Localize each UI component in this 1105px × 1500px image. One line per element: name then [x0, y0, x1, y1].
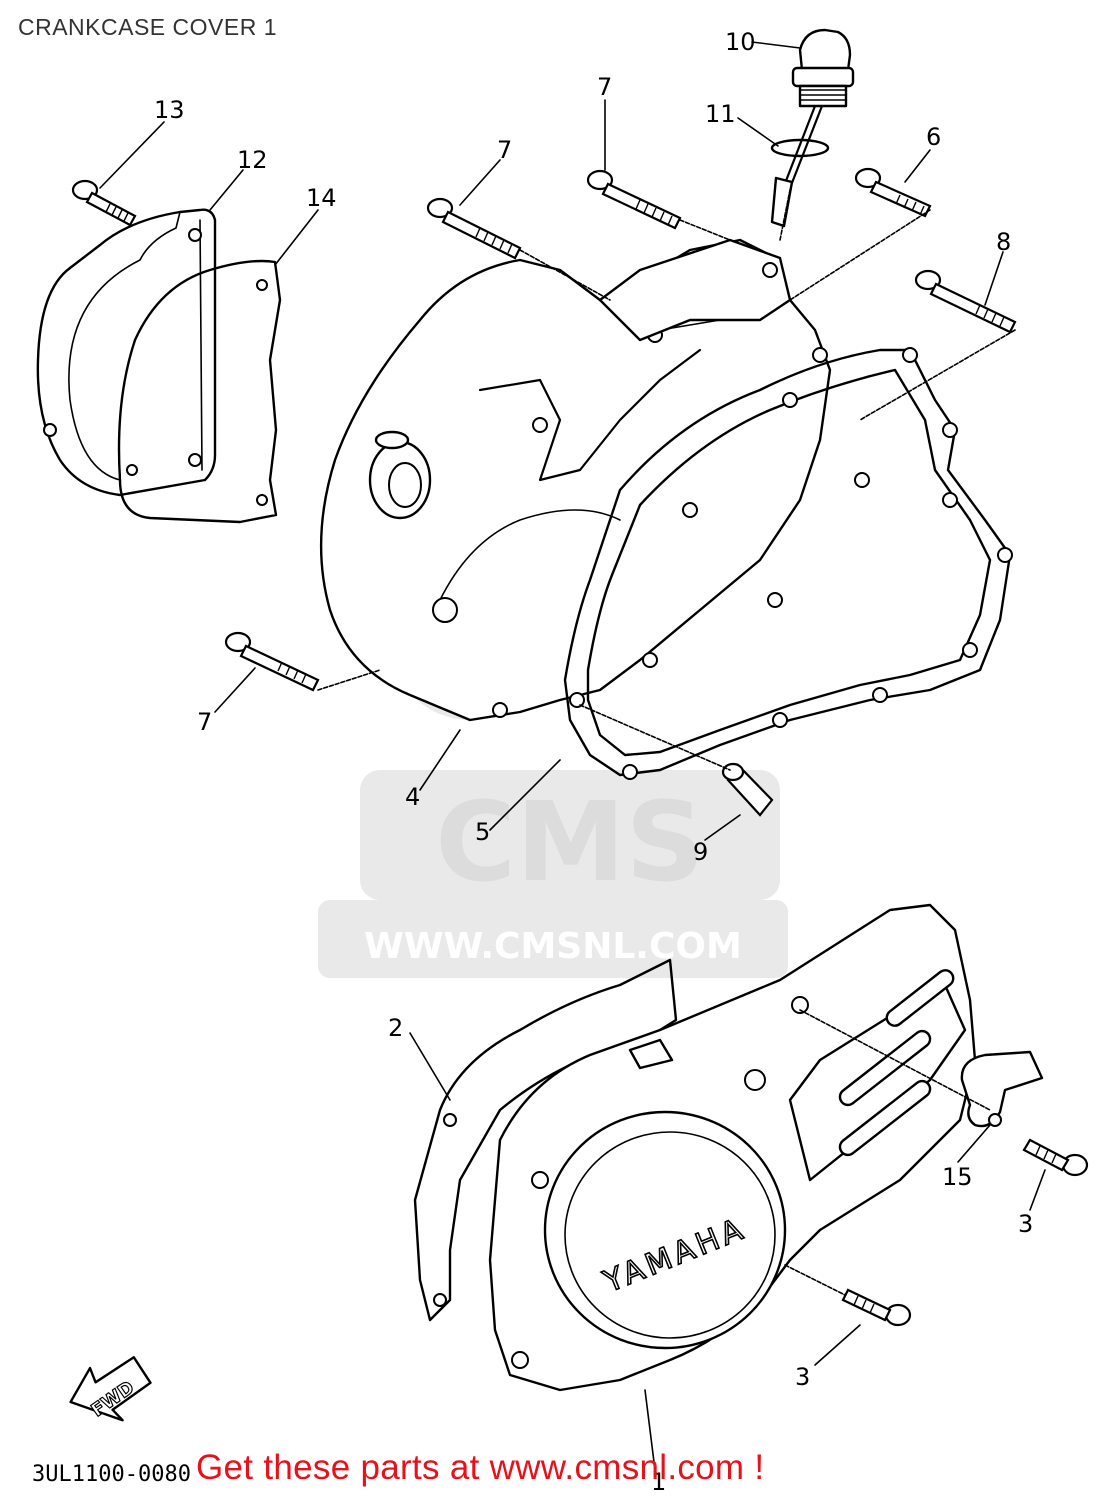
callout-8[interactable]: 8: [996, 228, 1011, 256]
callout-6[interactable]: 6: [926, 123, 941, 151]
part-8-bolt[interactable]: [914, 269, 1017, 334]
part-12-small-cover[interactable]: [36, 208, 217, 497]
callout-2[interactable]: 2: [388, 1014, 403, 1042]
callout-3[interactable]: 3: [795, 1363, 810, 1391]
part-14-gasket[interactable]: [117, 259, 282, 524]
callout-10[interactable]: 10: [725, 28, 756, 56]
callout-1[interactable]: 1: [651, 1468, 666, 1496]
leader-lines: [99, 41, 1046, 1471]
part-11-o-ring[interactable]: [770, 138, 830, 158]
callout-12[interactable]: 12: [237, 146, 268, 174]
part-13-bolt[interactable]: [71, 179, 137, 227]
callout-5[interactable]: 5: [475, 818, 490, 846]
callout-9[interactable]: 9: [693, 838, 708, 866]
callout-4[interactable]: 4: [405, 783, 420, 811]
part-7-bolt-c[interactable]: [224, 631, 320, 692]
part-7-bolt-a[interactable]: [426, 197, 522, 260]
part-15-clamp[interactable]: [960, 1050, 1044, 1128]
part-5-large-gasket[interactable]: [563, 347, 1013, 780]
part-6-bolt[interactable]: [854, 167, 932, 218]
drawing-code: 3UL1100-0080: [32, 1462, 191, 1487]
part-3-bolt-a[interactable]: [1022, 1138, 1089, 1177]
callout-7[interactable]: 7: [197, 708, 212, 736]
watermark-brand: CMS: [435, 778, 704, 906]
fwd-arrow: FWD: [69, 1356, 152, 1422]
callout-14[interactable]: 14: [306, 184, 337, 212]
callout-3[interactable]: 3: [1018, 1210, 1033, 1238]
callout-13[interactable]: 13: [154, 96, 185, 124]
callout-7[interactable]: 7: [597, 73, 612, 101]
callout-11[interactable]: 11: [705, 100, 736, 128]
part-2-gasket[interactable]: [413, 958, 678, 1322]
part-10-oil-level-gauge[interactable]: [770, 28, 855, 228]
part-9-dowel-pin[interactable]: [721, 762, 774, 817]
part-3-bolt-b[interactable]: [841, 1288, 912, 1327]
callout-7[interactable]: 7: [497, 136, 512, 164]
callout-labels: 1 2 3 3 4 5 6 7 7 7 8 9 10 11 12 13 14 1…: [154, 28, 1033, 1496]
cta-link[interactable]: Get these parts at www.cmsnl.com !: [196, 1448, 765, 1487]
callout-15[interactable]: 15: [942, 1163, 973, 1191]
diagram-title: CRANKCASE COVER 1: [18, 14, 278, 40]
watermark-url: WWW.CMSNL.COM: [364, 926, 742, 967]
part-4-crankcase-cover[interactable]: [319, 238, 832, 722]
part-7-bolt-b[interactable]: [586, 169, 682, 230]
part-1-crankcase-cover[interactable]: YAMAHA: [488, 903, 977, 1392]
